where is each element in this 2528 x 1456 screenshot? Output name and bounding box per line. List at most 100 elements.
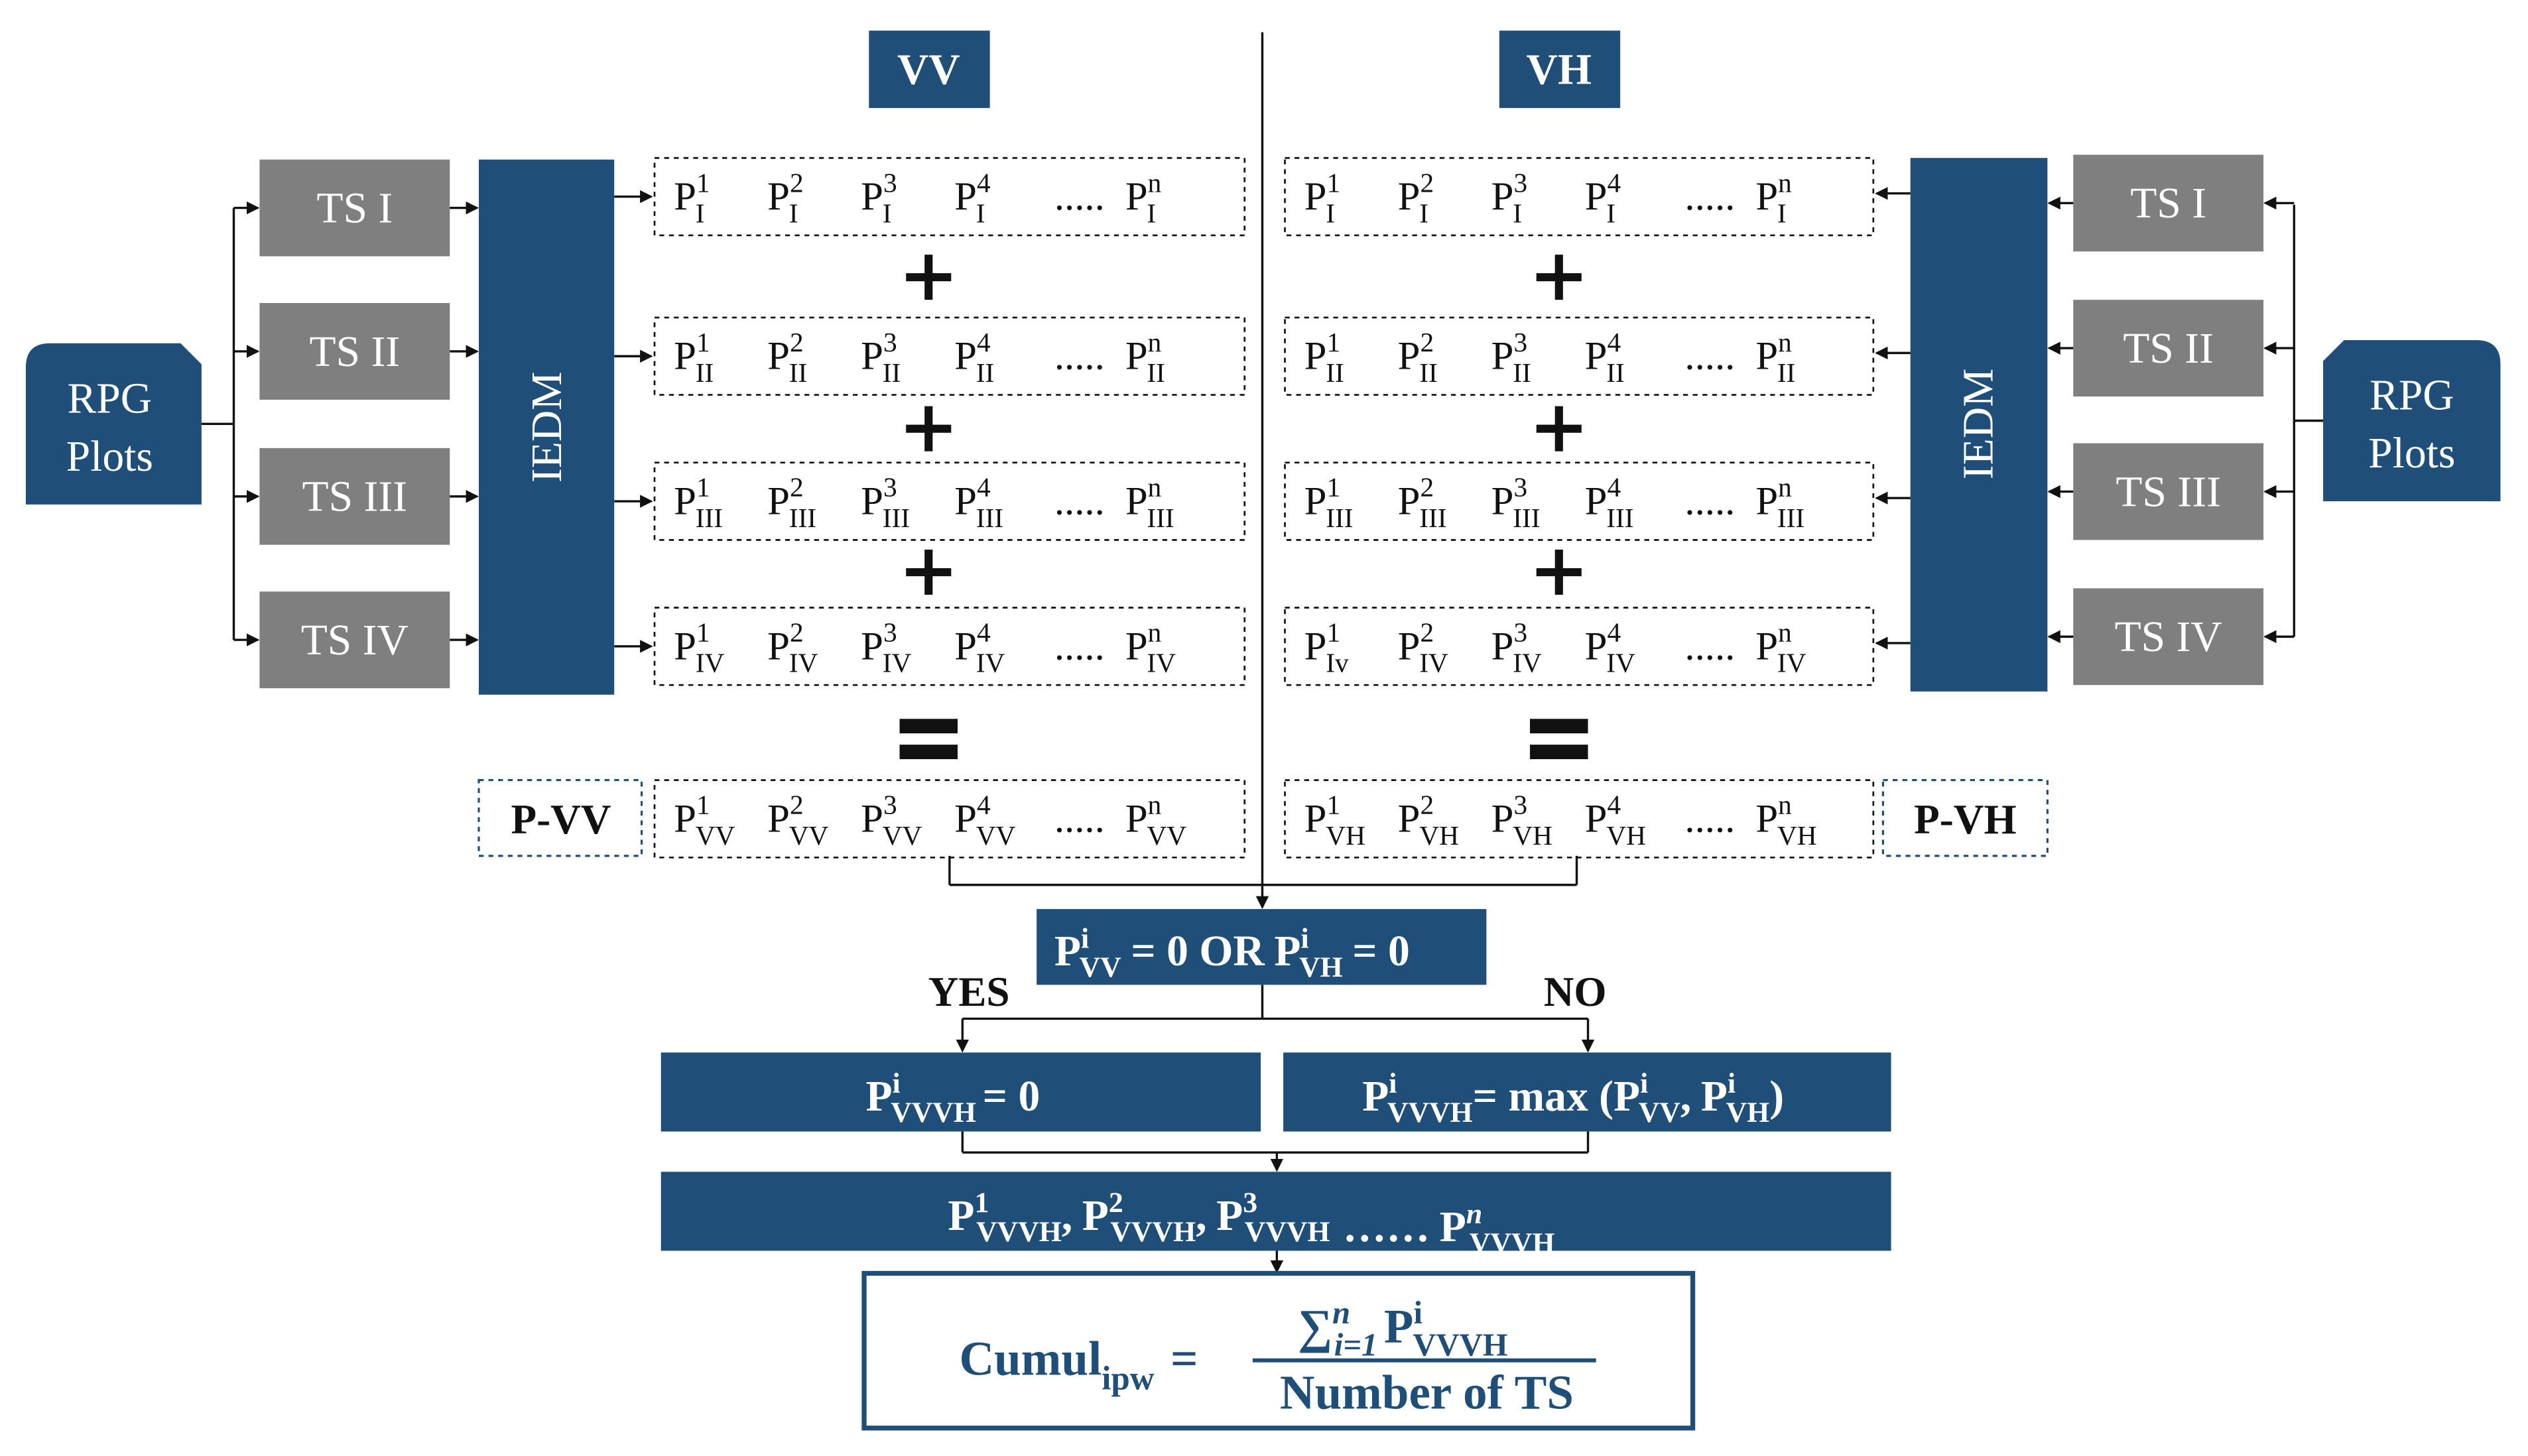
p-vv-label: P-VV — [477, 779, 643, 857]
svg-text:TS I: TS I — [2130, 180, 2206, 227]
svg-text:VV: VV — [897, 46, 960, 93]
svg-text:TS II: TS II — [2123, 325, 2214, 373]
svg-text:P1I: P1I — [1304, 167, 1340, 228]
svg-text:P2I: P2I — [767, 167, 803, 228]
p-vh-label: P-VH — [1881, 779, 2049, 857]
svg-text:TS IV: TS IV — [301, 617, 409, 664]
svg-text:PnI: PnI — [1125, 167, 1162, 228]
ts-box-right: TS III — [2073, 443, 2264, 540]
plus-sign — [1536, 549, 1582, 595]
svg-text:P2I: P2I — [1398, 167, 1434, 228]
svg-text:TS IV: TS IV — [2115, 613, 2222, 661]
plus-sign — [906, 549, 952, 595]
iedm-left: IEDM — [479, 159, 615, 695]
plus-sign — [906, 255, 952, 300]
ts-box-right: TS IV — [2073, 588, 2264, 686]
svg-text:.....: ..... — [1054, 796, 1105, 841]
svg-text:P-VH: P-VH — [1914, 796, 2016, 843]
svg-text:.....: ..... — [1684, 624, 1735, 668]
svg-text:TS II: TS II — [309, 328, 400, 376]
svg-text:.....: ..... — [1054, 334, 1105, 379]
plus-sign — [906, 406, 952, 452]
svg-text:IEDM: IEDM — [523, 371, 571, 483]
yes-label: YES — [928, 969, 1010, 1015]
svg-text:P3I: P3I — [1491, 167, 1527, 228]
no-label: NO — [1544, 969, 1607, 1015]
plus-sign — [1536, 255, 1582, 300]
ts-box-left: TS II — [259, 303, 450, 400]
ts-box-left: TS I — [259, 159, 450, 257]
vh-header: VH — [1499, 30, 1621, 108]
iedm-right: IEDM — [1910, 158, 2048, 692]
svg-text:PnI: PnI — [1755, 167, 1792, 228]
vv-header: VV — [869, 30, 990, 108]
svg-text:Cumulipw=: Cumulipw= — [959, 1332, 1198, 1398]
svg-text:VH: VH — [1527, 46, 1592, 93]
svg-text:.....: ..... — [1054, 479, 1105, 523]
svg-text:.....: ..... — [1054, 174, 1105, 219]
svg-text:RPG: RPG — [67, 375, 152, 422]
svg-text:.....: ..... — [1684, 334, 1735, 379]
svg-text:.....: ..... — [1684, 479, 1735, 523]
svg-text:.....: ..... — [1684, 174, 1735, 219]
rpg-plots-left: RPG Plots — [25, 343, 202, 505]
svg-text:Plots: Plots — [66, 433, 153, 481]
svg-text:P4I: P4I — [954, 167, 991, 228]
ts-box-left: TS III — [259, 448, 450, 545]
svg-text:.....: ..... — [1054, 624, 1105, 668]
ts-box-left: TS IV — [259, 591, 450, 689]
svg-text:RPG: RPG — [2370, 371, 2454, 419]
svg-text:Number of TS: Number of TS — [1280, 1366, 1574, 1420]
plus-sign — [1536, 406, 1582, 452]
